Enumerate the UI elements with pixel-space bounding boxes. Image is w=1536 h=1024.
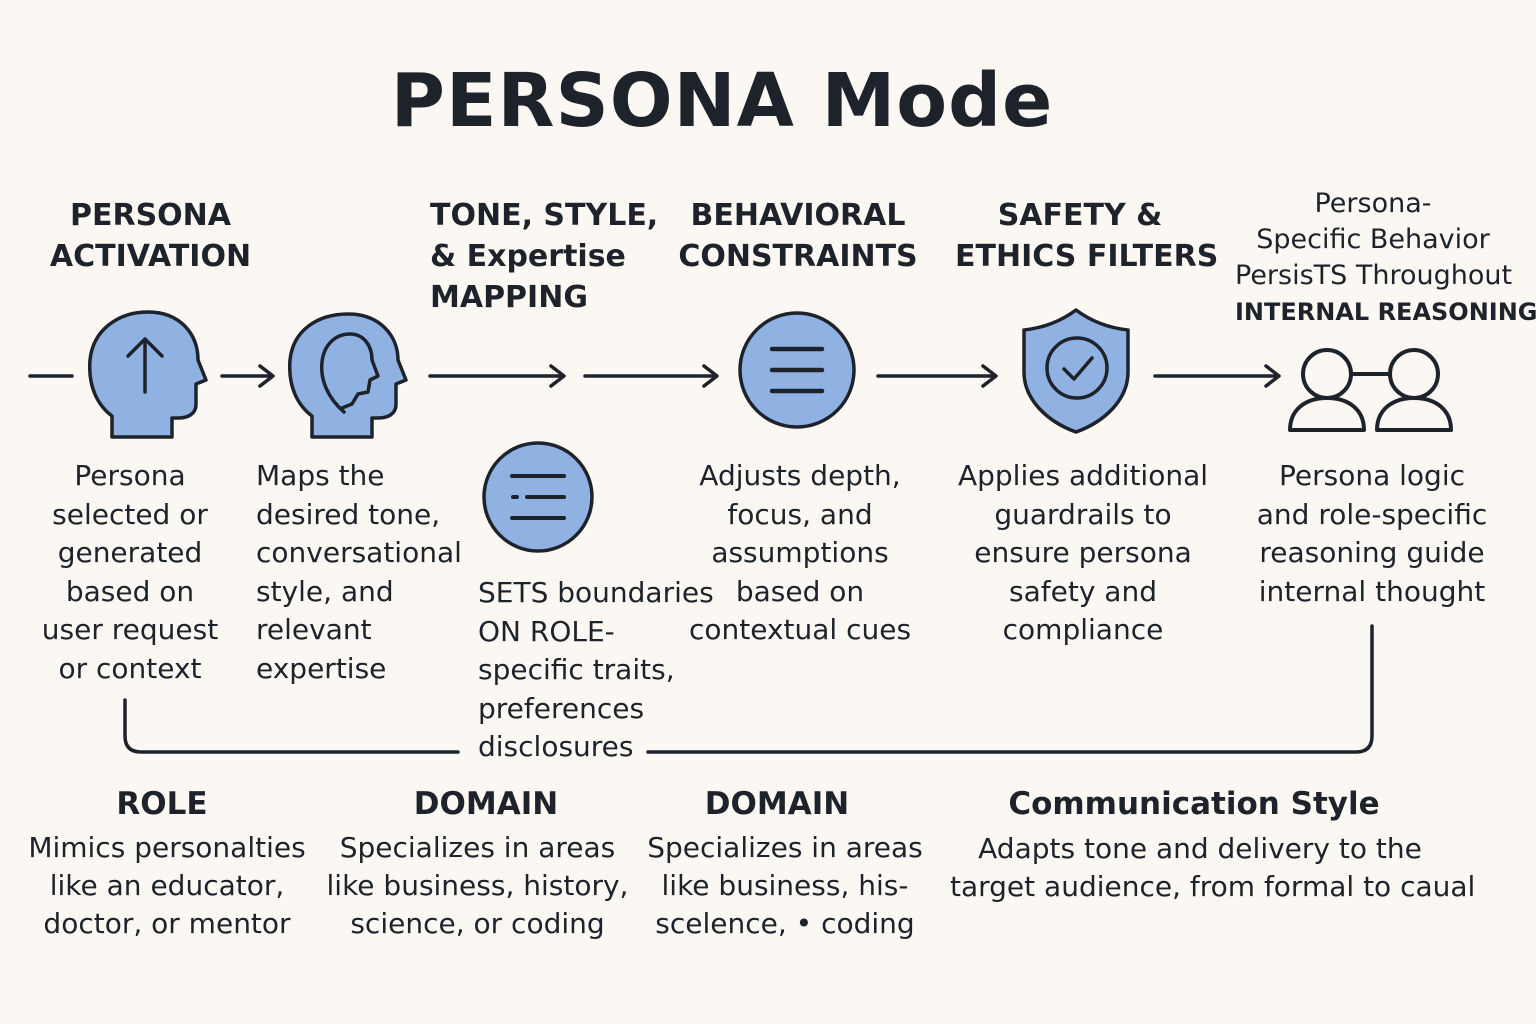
page-title: PERSONA Mode — [390, 58, 1054, 144]
head-profile-icon — [287, 312, 408, 439]
step-description-safety: Applies additional guardrails to ensure … — [957, 459, 1209, 646]
category-title-role: ROLE — [116, 786, 208, 822]
category-text-domain-1: Specializes in areas like business, hist… — [326, 831, 629, 940]
step-description-persona-activation: Persona selected or generated based on u… — [41, 459, 219, 685]
step-heading-safety-ethics: SAFETY & ETHICS FILTERS — [955, 198, 1219, 274]
category-title-domain-1: DOMAIN — [413, 786, 559, 822]
arrow-1 — [220, 364, 275, 388]
arrow-4 — [876, 364, 998, 388]
bottom-bracket — [123, 624, 1374, 754]
category-title-domain-2: DOMAIN — [704, 786, 850, 822]
category-title-communication-style: Communication Style — [1008, 786, 1380, 822]
list-circle-icon — [482, 441, 594, 553]
step-description-persona-logic: Persona logic and role-specific reasonin… — [1256, 459, 1488, 608]
step-heading-behavioral-constraints: BEHAVIORAL CONSTRAINTS — [678, 198, 918, 274]
shield-check-icon — [1022, 308, 1130, 434]
step-heading-tone-style-mapping: TONE, STYLE, & Expertise MAPPING — [430, 198, 659, 315]
category-text-domain-2: Specializes in areas like business, his-… — [647, 831, 923, 940]
linked-users-icon — [1288, 348, 1453, 432]
step-description-behavioral: Adjusts depth, focus, and assumptions ba… — [688, 459, 912, 646]
category-text-communication-style: Adapts tone and delivery to the target a… — [950, 832, 1476, 903]
step-heading-persona-activation: PERSONA ACTIVATION — [49, 198, 252, 274]
menu-circle-icon — [738, 311, 856, 429]
step-description-boundaries: SETS boundaries ON ROLE- specific traits… — [478, 576, 714, 763]
head-up-arrow-icon — [87, 310, 208, 439]
arrow-5 — [1153, 364, 1281, 388]
step-description-tone-mapping: Maps the desired tone, conversational st… — [256, 459, 462, 685]
arrow-2 — [428, 364, 566, 388]
arrow-3 — [583, 364, 719, 388]
step-heading-persona-behavior: Persona- Specific Behavior PersisTS Thro… — [1235, 188, 1536, 326]
category-text-role: Mimics personalties like an educator, do… — [28, 831, 306, 940]
